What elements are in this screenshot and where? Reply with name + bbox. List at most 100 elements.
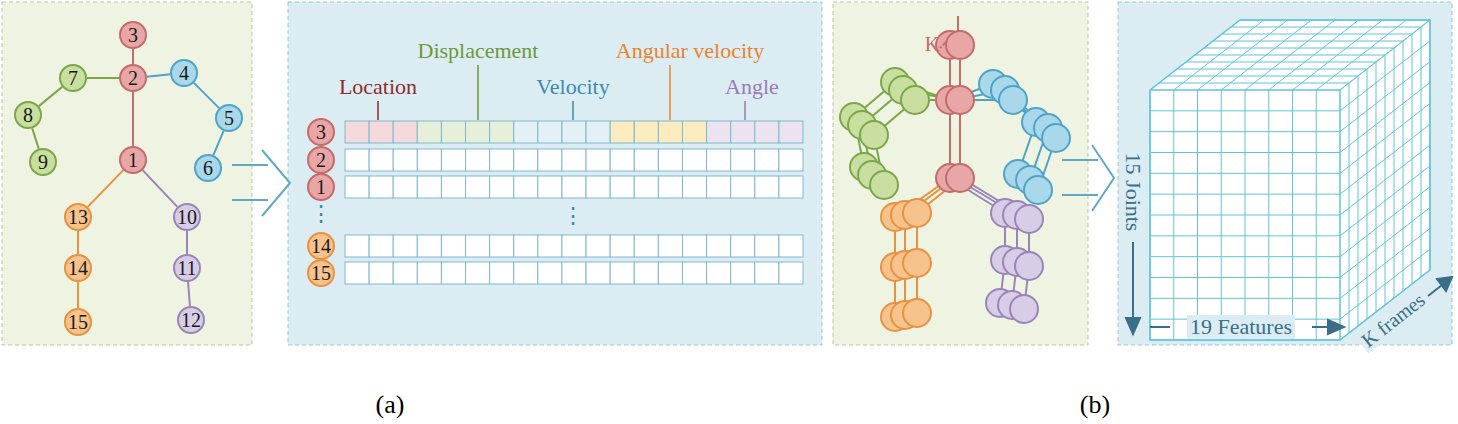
joint-circle: 2 bbox=[119, 64, 147, 92]
grid-line bbox=[1150, 173, 1340, 174]
table-cell bbox=[490, 235, 514, 257]
bone-line bbox=[955, 178, 1017, 305]
table-cell bbox=[779, 121, 803, 143]
table-cell bbox=[417, 149, 441, 171]
table-cell bbox=[393, 235, 417, 257]
joint-number: 7 bbox=[68, 68, 78, 88]
joint-circle bbox=[1010, 295, 1038, 323]
table-cell bbox=[369, 121, 393, 143]
table-cell bbox=[755, 149, 779, 171]
grid-line bbox=[1349, 83, 1350, 333]
table-cell bbox=[682, 149, 706, 171]
grid-line bbox=[1340, 90, 1341, 340]
table-cell bbox=[755, 235, 779, 257]
table-cell bbox=[538, 235, 562, 257]
bone-connector bbox=[213, 131, 223, 155]
bone-connector bbox=[87, 77, 119, 79]
table-cell bbox=[707, 149, 731, 171]
table-cell bbox=[634, 149, 658, 171]
table-cell bbox=[490, 176, 514, 198]
table-cell bbox=[562, 235, 586, 257]
table-cell bbox=[755, 262, 779, 284]
bone-connector bbox=[88, 170, 124, 207]
table-cell bbox=[466, 235, 490, 257]
table-cell bbox=[755, 121, 779, 143]
joint-number: 2 bbox=[128, 68, 138, 88]
table-cell bbox=[345, 262, 369, 284]
table-cell bbox=[441, 176, 465, 198]
joint-number: 1 bbox=[316, 177, 326, 197]
joint-number: 12 bbox=[181, 310, 201, 330]
joint-circle bbox=[1015, 205, 1043, 233]
subfigure-label: (a) bbox=[376, 391, 405, 420]
table-cell bbox=[393, 121, 417, 143]
table-cell bbox=[779, 149, 803, 171]
table-cell bbox=[707, 262, 731, 284]
table-cell bbox=[369, 235, 393, 257]
joint-number: 3 bbox=[128, 25, 138, 45]
table-cell bbox=[707, 121, 731, 143]
table-cell bbox=[369, 262, 393, 284]
table-cell bbox=[466, 176, 490, 198]
grid-line bbox=[1195, 55, 1385, 56]
table-cell bbox=[441, 149, 465, 171]
table-cell bbox=[682, 262, 706, 284]
table-cell bbox=[562, 262, 586, 284]
joint-circle bbox=[903, 299, 931, 327]
table-cell bbox=[562, 176, 586, 198]
joint-circle: 3 bbox=[307, 118, 335, 146]
grid-line bbox=[1150, 90, 1340, 91]
ellipsis-mark: ⋮ bbox=[310, 202, 332, 226]
table-cell bbox=[586, 235, 610, 257]
joint-circle: 13 bbox=[64, 203, 92, 231]
feature-header: Location bbox=[339, 75, 417, 99]
joint-number: 8 bbox=[23, 105, 33, 125]
axis-label: 15 Joints bbox=[1121, 150, 1145, 235]
grid-line bbox=[1240, 20, 1430, 21]
bone-line bbox=[905, 178, 955, 315]
grid-line bbox=[1376, 62, 1377, 312]
grid-line bbox=[1421, 27, 1422, 277]
table-cell bbox=[779, 262, 803, 284]
bone-connector bbox=[132, 49, 134, 64]
table-cell bbox=[538, 262, 562, 284]
table-cell bbox=[345, 149, 369, 171]
joint-circle: 5 bbox=[215, 104, 243, 132]
joint-circle bbox=[946, 86, 974, 114]
grid-line bbox=[1222, 34, 1412, 35]
joint-number: 4 bbox=[179, 63, 189, 83]
hollow-arrow bbox=[232, 145, 1114, 216]
table-cell bbox=[610, 176, 634, 198]
table-cell bbox=[441, 235, 465, 257]
grid-line bbox=[1150, 235, 1340, 236]
joint-number: 10 bbox=[177, 207, 197, 227]
joint-circle bbox=[903, 199, 931, 227]
bone-connector bbox=[77, 231, 79, 254]
feature-header: Displacement bbox=[418, 39, 539, 63]
feature-header: Angular velocity bbox=[616, 39, 764, 63]
table-cell bbox=[610, 262, 634, 284]
joint-circle bbox=[946, 164, 974, 192]
grid-line bbox=[1403, 41, 1404, 291]
table-cell bbox=[345, 121, 369, 143]
table-cell bbox=[514, 149, 538, 171]
table-cell bbox=[562, 121, 586, 143]
joint-circle: 10 bbox=[173, 203, 201, 231]
table-cell bbox=[658, 262, 682, 284]
bone-connector bbox=[194, 83, 219, 108]
joint-number: 2 bbox=[316, 150, 326, 170]
joint-circle: 14 bbox=[64, 254, 92, 282]
grid-line bbox=[1168, 76, 1358, 77]
joint-number: 9 bbox=[38, 152, 48, 172]
table-cell bbox=[417, 235, 441, 257]
grid-line bbox=[1150, 298, 1340, 299]
feature-table bbox=[345, 121, 803, 284]
grid-line bbox=[1394, 48, 1395, 298]
frame-label: K bbox=[925, 33, 939, 55]
grid-line bbox=[1150, 152, 1340, 153]
table-cell bbox=[538, 121, 562, 143]
joint-circle bbox=[901, 86, 929, 114]
table-cell bbox=[417, 121, 441, 143]
table-cell bbox=[514, 121, 538, 143]
joint-number: 6 bbox=[203, 158, 213, 178]
